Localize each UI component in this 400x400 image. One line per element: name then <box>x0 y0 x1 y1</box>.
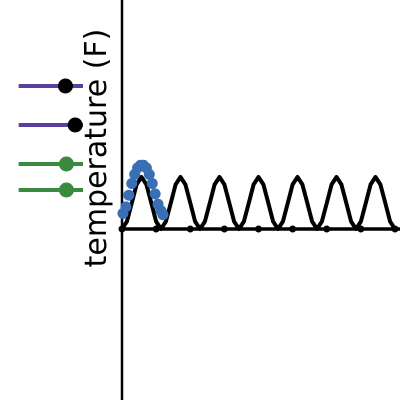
plot-area <box>18 0 400 400</box>
data-point <box>391 225 399 233</box>
data-point <box>357 225 365 233</box>
data-point <box>149 188 161 200</box>
data-point <box>118 225 126 233</box>
data-point <box>220 225 228 233</box>
data-point <box>143 168 155 180</box>
data-point <box>152 225 160 233</box>
data-point <box>157 209 169 221</box>
data-point <box>289 225 297 233</box>
lollipop-head <box>58 156 74 172</box>
data-point <box>146 178 158 189</box>
data-point <box>255 225 262 233</box>
lollipop-head <box>57 78 73 94</box>
lollipop-head <box>58 182 74 198</box>
y-axis-label: temperature (F) <box>79 29 114 268</box>
lollipop-head <box>67 117 83 133</box>
data-point <box>126 178 138 189</box>
data-point <box>120 201 132 213</box>
data-point <box>323 225 331 233</box>
data-point <box>123 189 135 201</box>
data-point <box>186 225 194 233</box>
